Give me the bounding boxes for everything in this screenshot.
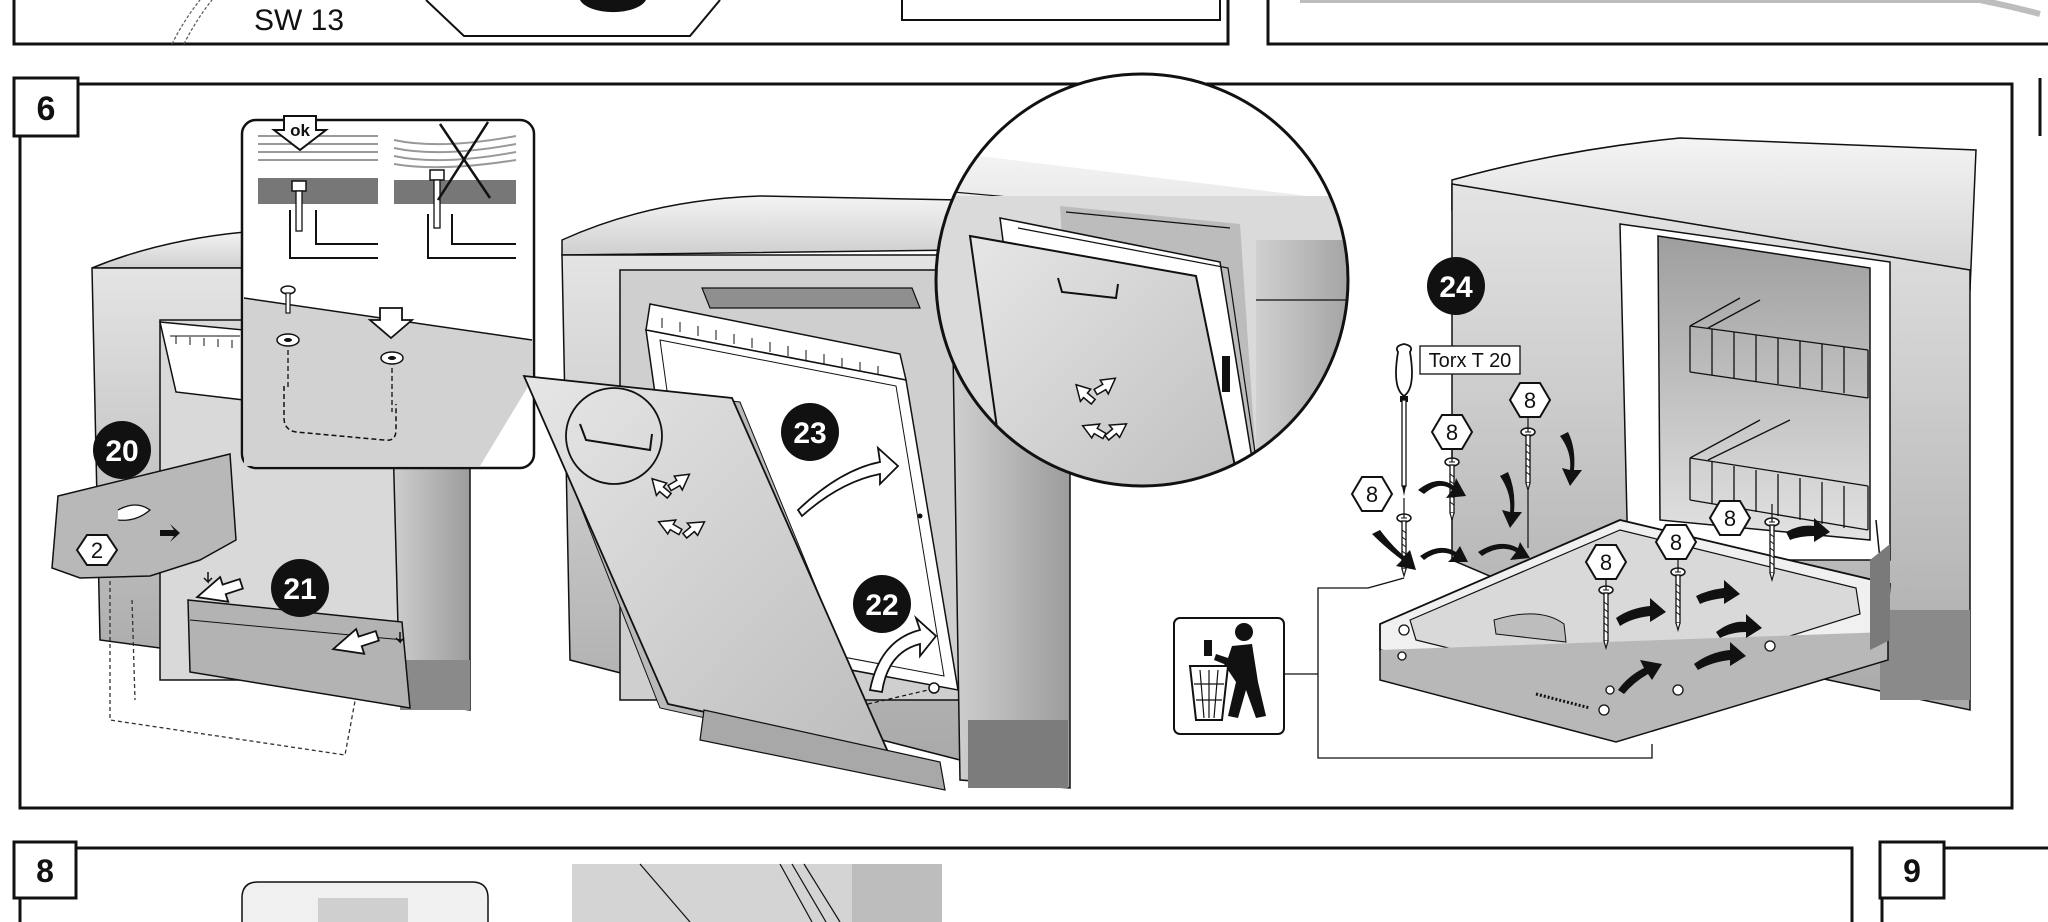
panel-number-6: 6	[37, 90, 56, 128]
zoom-detail-circle	[934, 72, 1350, 488]
svg-text:21: 21	[283, 573, 316, 606]
step-badge-22: 22	[853, 575, 911, 633]
screw-detail-inset: ok	[240, 115, 536, 470]
svg-text:8: 8	[1446, 420, 1458, 445]
part-number-hex: 2	[75, 534, 119, 566]
svg-text:24: 24	[1439, 271, 1473, 304]
curved-arrow-icon	[868, 615, 938, 694]
trash-disposal-icon	[1173, 617, 1285, 735]
top-left-panel: SW 13	[12, 0, 1230, 46]
step-6-panel: 6 2	[12, 72, 2042, 810]
svg-text:8: 8	[1670, 530, 1682, 555]
svg-text:8: 8	[1600, 550, 1612, 575]
svg-text:20: 20	[105, 435, 138, 468]
step-badge-24: 24	[1427, 257, 1485, 315]
panel-number-8: 8	[36, 853, 54, 889]
svg-text:23: 23	[793, 417, 826, 450]
inset-wrong-example	[393, 121, 517, 259]
step-badge-partial	[580, 0, 646, 13]
down-arrow-icon	[367, 307, 415, 340]
bottom-right-panel: 9	[1878, 840, 2048, 922]
bottom-left-panel: 8	[12, 840, 1854, 922]
inset-ok-example: ok	[258, 115, 378, 259]
rotate-arrow-icon	[796, 445, 900, 518]
svg-text:8: 8	[1366, 482, 1378, 507]
screw-size-hexes: 8 8 8 8 8 8	[1350, 382, 1752, 580]
panel-number-9: 9	[1903, 853, 1921, 889]
tool-label: Torx T 20	[1429, 350, 1512, 372]
part-number-label: 2	[91, 538, 103, 563]
tool-label-box: Torx T 20	[1419, 345, 1521, 375]
middle-cabinet	[522, 195, 1071, 791]
ok-label: ok	[290, 121, 310, 140]
step-badge-23: 23	[781, 403, 839, 461]
torx-screwdriver-icon	[1395, 343, 1413, 496]
top-right-panel	[1266, 0, 2048, 46]
svg-text:8: 8	[1724, 506, 1736, 531]
wrench-size-label: SW 13	[254, 4, 344, 37]
step-badge-20: 20	[93, 421, 151, 479]
svg-text:22: 22	[865, 589, 898, 622]
right-cabinet: Torx T 20 8 8 8 8 8 8	[1284, 137, 1977, 759]
svg-text:8: 8	[1524, 388, 1536, 413]
step-badge-21: 21	[271, 559, 329, 617]
wrong-cross-icon	[436, 121, 492, 201]
